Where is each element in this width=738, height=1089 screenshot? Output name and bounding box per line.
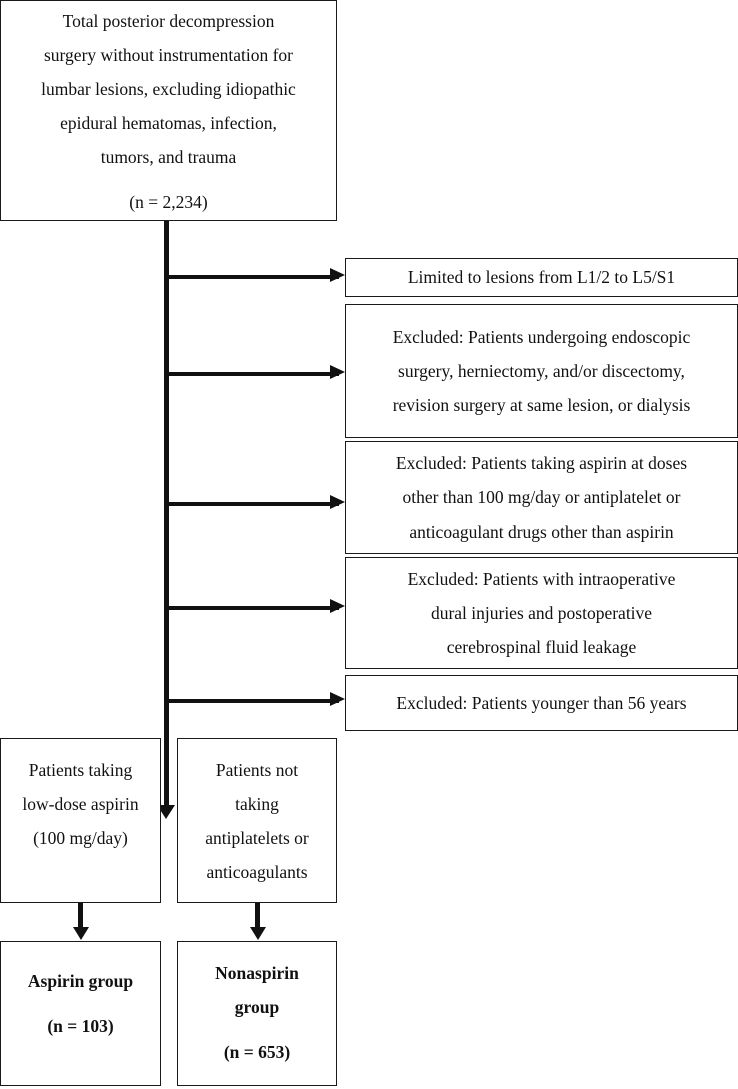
exclusion-3-text: Excluded: Patients with intraoperative d… bbox=[346, 562, 737, 664]
nonaspirin-patients-line-3: antiplatelets or bbox=[205, 828, 309, 849]
exclusion-3-line-1: Excluded: Patients with intraoperative bbox=[407, 568, 676, 589]
branch-arrowhead-icon-3 bbox=[330, 495, 345, 509]
node-aspirin-group: Aspirin group (n = 103) bbox=[0, 941, 161, 1086]
node-exclusion-1: Excluded: Patients undergoing endoscopic… bbox=[345, 304, 738, 438]
aspirin-patients-text: Patients taking low-dose aspirin (100 mg… bbox=[1, 753, 160, 855]
source-line-3: lumbar lesions, excluding idiopathic bbox=[41, 79, 296, 100]
down-arrow-shaft-aspirin bbox=[78, 903, 83, 934]
source-line-5: tumors, and trauma bbox=[100, 147, 237, 168]
down-arrow-shaft-nonaspirin bbox=[255, 903, 260, 934]
source-line-1: Total posterior decompression bbox=[62, 10, 275, 31]
nonaspirin-group-text: Nonaspirin group (n = 653) bbox=[178, 956, 336, 1069]
aspirin-patients-line-2: low-dose aspirin bbox=[22, 794, 139, 815]
branch-arrow-shaft-2 bbox=[169, 372, 339, 377]
limited-line-1: Limited to lesions from L1/2 to L5/S1 bbox=[407, 267, 676, 288]
exclusion-2-text: Excluded: Patients taking aspirin at dos… bbox=[346, 446, 737, 548]
branch-arrowhead-icon-2 bbox=[330, 365, 345, 379]
node-exclusion-3: Excluded: Patients with intraoperative d… bbox=[345, 557, 738, 669]
exclusion-1-line-1: Excluded: Patients undergoing endoscopic bbox=[392, 326, 691, 347]
exclusion-1-line-2: surgery, herniectomy, and/or discectomy, bbox=[398, 360, 685, 381]
source-cohort-text: Total posterior decompression surgery wi… bbox=[1, 4, 336, 219]
node-nonaspirin-patients: Patients not taking antiplatelets or ant… bbox=[177, 738, 337, 903]
exclusion-1-text: Excluded: Patients undergoing endoscopic… bbox=[346, 320, 737, 422]
exclusion-4-line-1: Excluded: Patients younger than 56 years bbox=[396, 692, 687, 713]
nonaspirin-patients-line-4: anticoagulants bbox=[206, 862, 308, 883]
main-spine-line bbox=[164, 221, 169, 810]
nonaspirin-group-label-1: Nonaspirin bbox=[215, 963, 299, 983]
exclusion-2-line-1: Excluded: Patients taking aspirin at dos… bbox=[395, 453, 688, 474]
branch-arrowhead-icon-5 bbox=[330, 692, 345, 706]
source-count: (n = 2,234) bbox=[129, 192, 208, 212]
exclusion-2-line-3: anticoagulant drugs other than aspirin bbox=[409, 521, 674, 542]
nonaspirin-group-count: (n = 653) bbox=[223, 1041, 291, 1062]
exclusion-1-line-3: revision surgery at same lesion, or dial… bbox=[392, 395, 691, 416]
aspirin-group-spacer bbox=[11, 998, 150, 1009]
down-arrowhead-icon-aspirin bbox=[73, 927, 89, 940]
source-line-2: surgery without instrumentation for bbox=[43, 45, 294, 65]
aspirin-group-count: (n = 103) bbox=[47, 1015, 114, 1036]
node-inclusion-criterion: Limited to lesions from L1/2 to L5/S1 bbox=[345, 258, 738, 297]
node-nonaspirin-group: Nonaspirin group (n = 653) bbox=[177, 941, 337, 1086]
branch-arrow-shaft-1 bbox=[169, 275, 339, 280]
branch-arrow-shaft-3 bbox=[169, 502, 339, 507]
nonaspirin-patients-line-2: taking bbox=[235, 794, 279, 815]
nonaspirin-patients-text: Patients not taking antiplatelets or ant… bbox=[178, 753, 336, 890]
exclusion-3-line-3: cerebrospinal fluid leakage bbox=[446, 637, 637, 658]
aspirin-patients-line-3: (100 mg/day) bbox=[33, 828, 128, 849]
node-aspirin-patients: Patients taking low-dose aspirin (100 mg… bbox=[0, 738, 161, 903]
nonaspirin-group-spacer bbox=[188, 1024, 326, 1035]
branch-arrow-shaft-4 bbox=[169, 606, 339, 611]
source-spacer bbox=[11, 175, 326, 186]
exclusion-2-line-2: other than 100 mg/day or antiplatelet or bbox=[402, 487, 681, 508]
node-source-cohort: Total posterior decompression surgery wi… bbox=[0, 0, 337, 221]
exclusion-3-line-2: dural injuries and postoperative bbox=[430, 602, 653, 623]
aspirin-group-text: Aspirin group (n = 103) bbox=[1, 964, 160, 1043]
nonaspirin-group-label-2: group bbox=[234, 997, 280, 1018]
source-line-4: epidural hematomas, infection, bbox=[60, 113, 277, 134]
aspirin-group-label: Aspirin group bbox=[27, 971, 134, 991]
exclusion-4-text: Excluded: Patients younger than 56 years bbox=[346, 686, 737, 720]
node-exclusion-2: Excluded: Patients taking aspirin at dos… bbox=[345, 441, 738, 554]
branch-arrowhead-icon-4 bbox=[330, 599, 345, 613]
nonaspirin-patients-line-1: Patients not bbox=[215, 760, 299, 780]
aspirin-patients-line-1: Patients taking bbox=[28, 760, 133, 780]
branch-arrow-shaft-5 bbox=[169, 699, 339, 704]
branch-arrowhead-icon-1 bbox=[330, 268, 345, 282]
node-exclusion-4: Excluded: Patients younger than 56 years bbox=[345, 675, 738, 731]
main-spine-arrowhead-icon bbox=[157, 805, 175, 819]
inclusion-criterion-text: Limited to lesions from L1/2 to L5/S1 bbox=[346, 260, 737, 294]
down-arrowhead-icon-nonaspirin bbox=[250, 927, 266, 940]
